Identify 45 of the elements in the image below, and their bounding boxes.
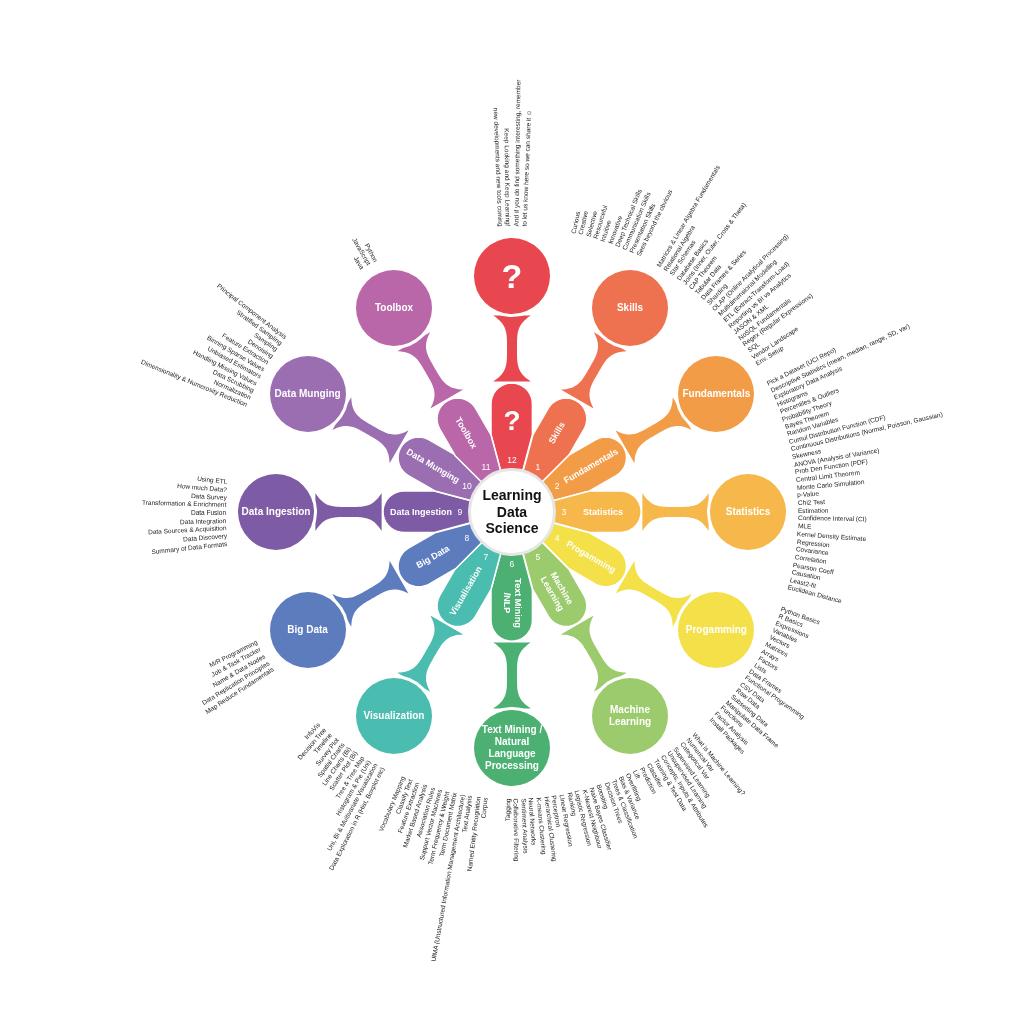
step-number: 1 xyxy=(534,461,542,472)
tapered-connector xyxy=(560,332,627,409)
petal-segment xyxy=(383,491,472,533)
topic-title: Visualization xyxy=(362,710,426,723)
topic-title: Data Ingestion xyxy=(241,506,311,518)
topic-title: Data Munging xyxy=(273,388,342,400)
step-number: 2 xyxy=(553,481,561,491)
tapered-connector xyxy=(560,615,627,692)
petal-label: Data Ingestion xyxy=(388,506,453,518)
topic-title: Text Mining / Natural Language Processing xyxy=(480,724,544,772)
step-number: 11 xyxy=(480,461,492,472)
topic-title: Toolbox xyxy=(373,301,415,314)
step-number: 12 xyxy=(506,455,518,465)
center-title: Learning Data Science xyxy=(481,487,543,537)
step-number: 7 xyxy=(482,552,490,562)
topic-title: Skills xyxy=(615,301,645,314)
step-number: 3 xyxy=(560,507,568,517)
topic-title: Progamming xyxy=(684,624,748,636)
step-number: 4 xyxy=(553,533,561,543)
topic-title: Machine Learning xyxy=(607,704,653,729)
tapered-connector xyxy=(397,615,464,692)
petal-segment xyxy=(491,383,533,472)
step-number: 5 xyxy=(534,552,542,562)
step-number: 9 xyxy=(456,507,464,517)
petal-label: Big Data xyxy=(413,542,452,571)
topic-title: Big Data xyxy=(286,624,329,636)
tapered-connector xyxy=(615,560,692,627)
tapered-connector xyxy=(397,332,464,409)
tapered-connector xyxy=(332,397,409,464)
topic-title: Fundamentals xyxy=(681,388,752,400)
step-number: 6 xyxy=(508,559,516,569)
tapered-connector xyxy=(615,397,692,464)
petal-segment xyxy=(552,491,641,533)
tapered-connector xyxy=(493,642,531,709)
tapered-connector xyxy=(315,493,382,531)
petal-label: ? xyxy=(502,406,522,436)
step-number: 8 xyxy=(463,533,471,543)
topic-title: ? xyxy=(500,258,524,294)
tapered-connector xyxy=(332,560,409,627)
petal-label: Text Mining /NLP xyxy=(501,577,523,630)
petal-label: Statistics xyxy=(581,506,624,518)
tapered-connector xyxy=(493,315,531,382)
topic-title: Statistics xyxy=(724,506,772,518)
tapered-connector xyxy=(642,493,709,531)
step-number: 10 xyxy=(461,481,473,491)
